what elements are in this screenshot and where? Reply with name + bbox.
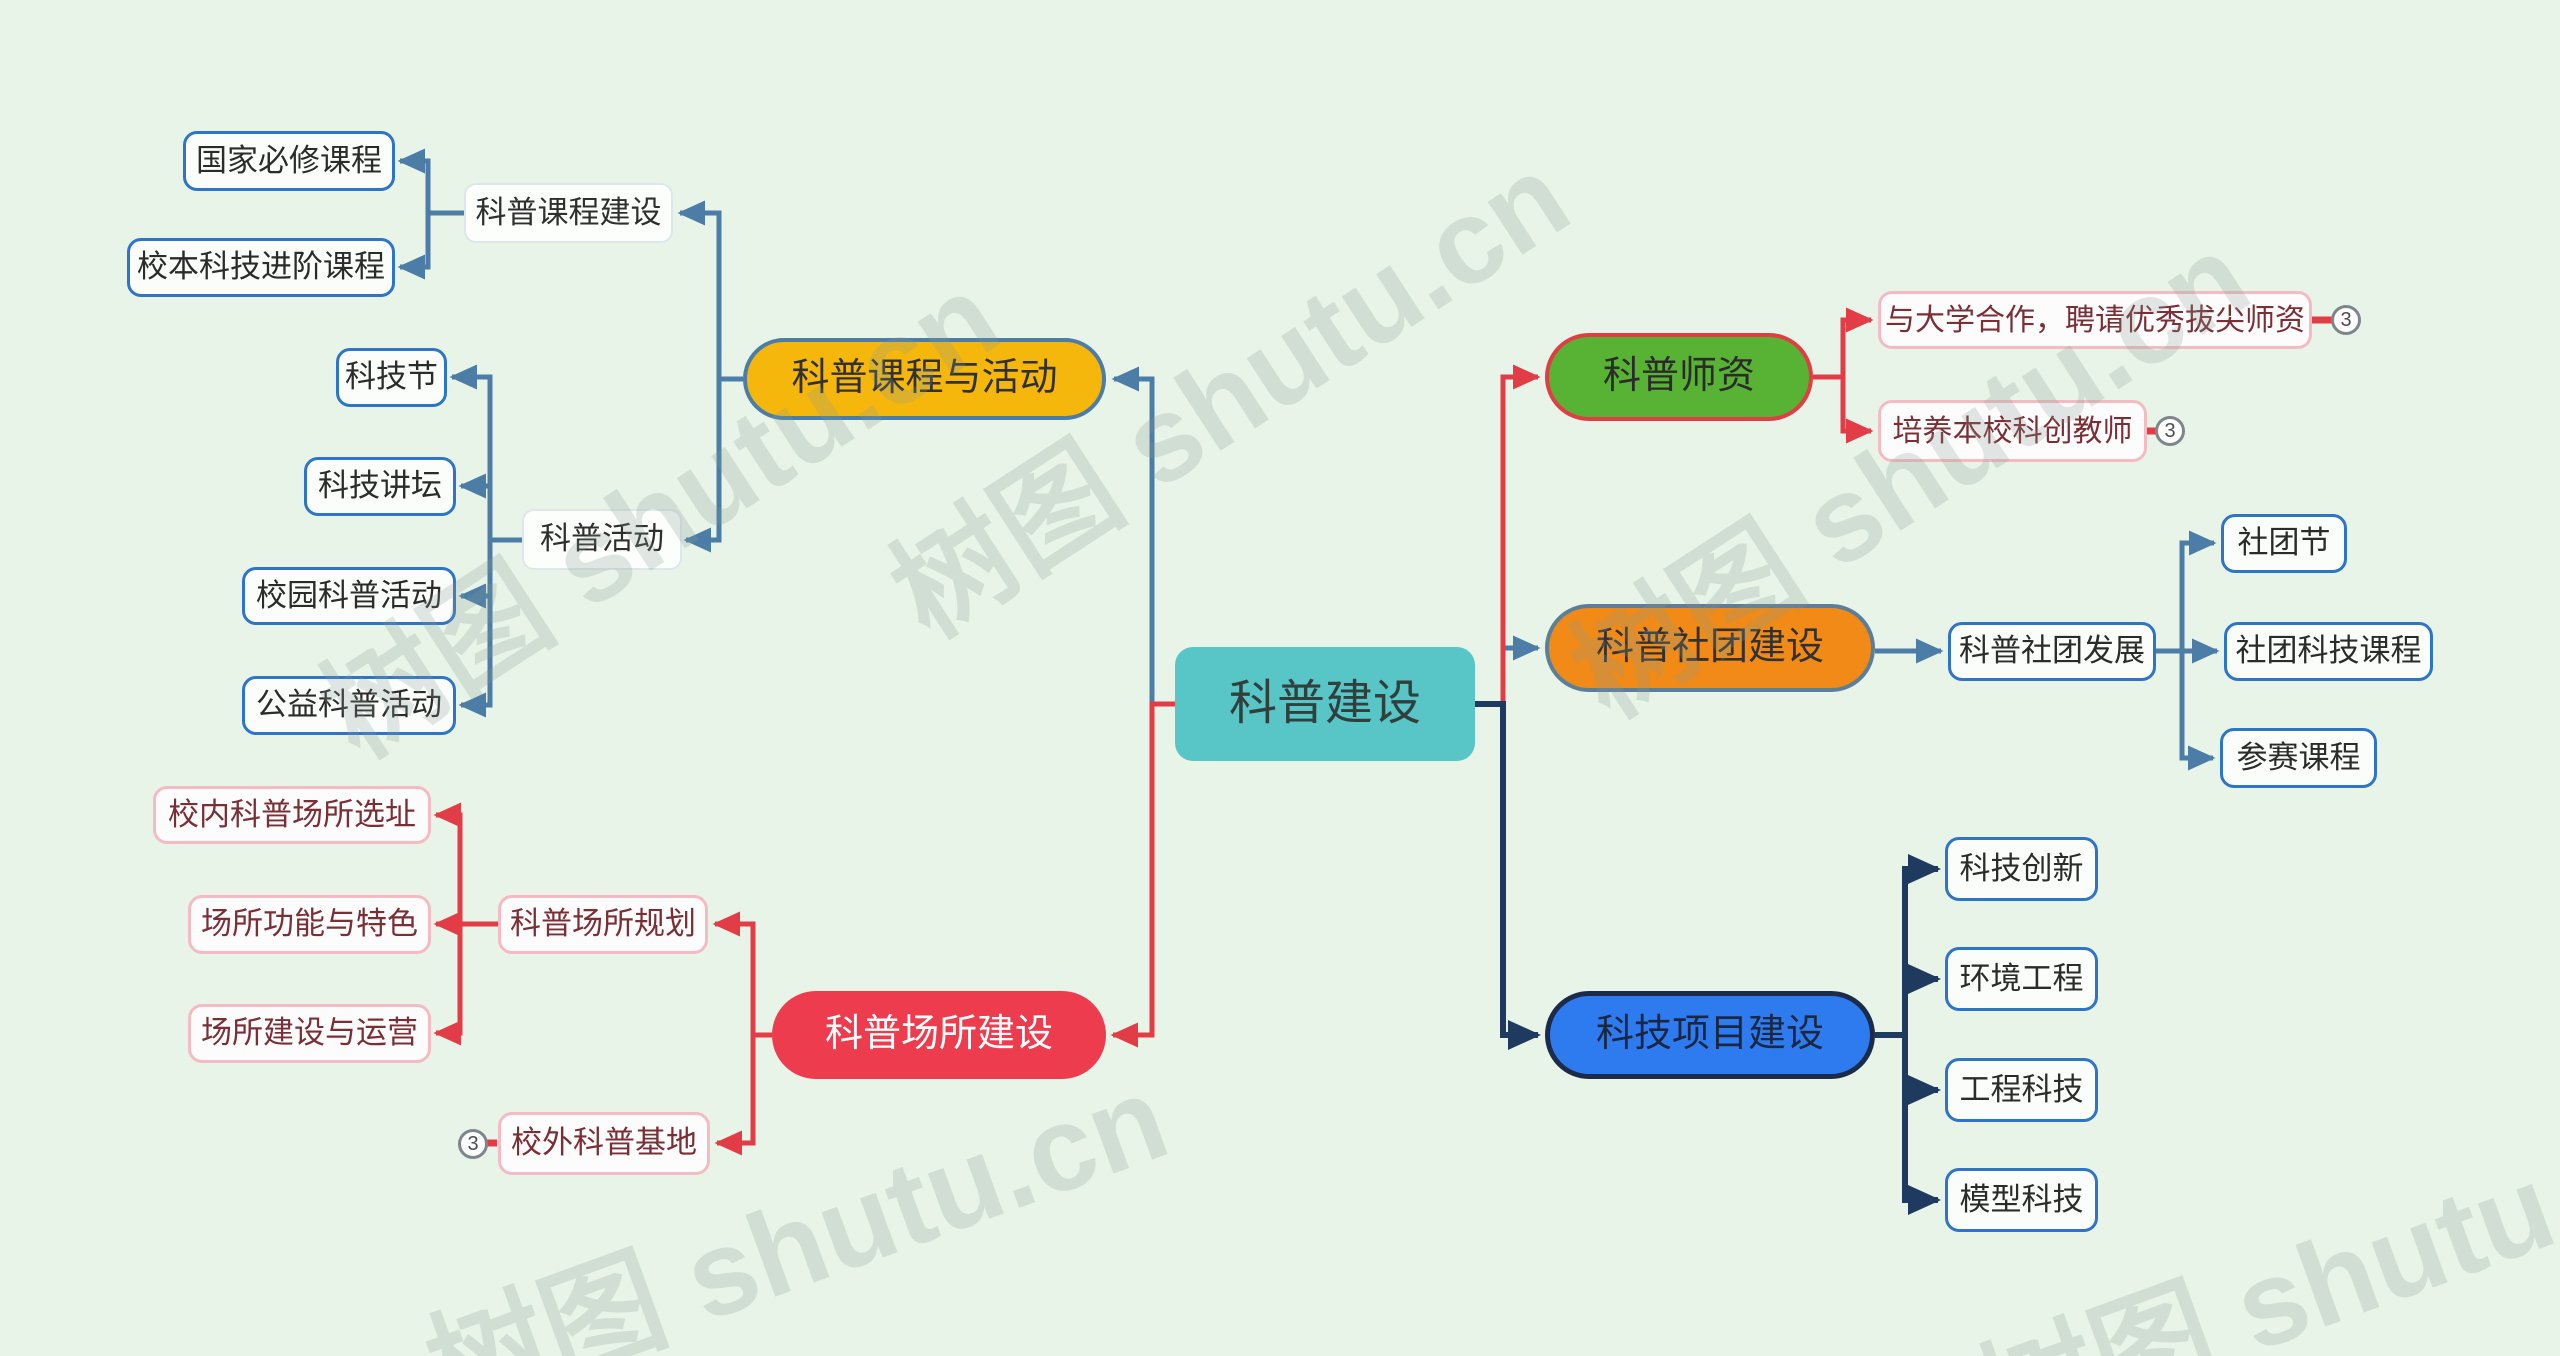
node-train-teachers-label: 培养本校科创教师	[1892, 414, 2133, 448]
node-projects[interactable]: 科技项目建设	[1545, 991, 1875, 1079]
link-courses-activities	[683, 379, 722, 553]
link-projects-innovation	[1902, 854, 1941, 1035]
node-venues-label: 科普场所建设	[824, 1013, 1053, 1056]
node-site-operations[interactable]: 场所建设与运营	[188, 1004, 431, 1063]
node-venue-plan[interactable]: 科普场所规划	[498, 895, 708, 954]
priority-badge-train-value: 3	[2164, 419, 2176, 442]
priority-badge-university[interactable]: 3	[2331, 305, 2361, 335]
link-courses-coursebuild	[677, 200, 743, 382]
node-campus-activities[interactable]: 校园科普活动	[242, 567, 456, 625]
node-campus-activities-label: 校园科普活动	[256, 577, 442, 613]
link-projects-modeltech	[1902, 1035, 1941, 1215]
node-train-teachers[interactable]: 培养本校科创教师	[1878, 400, 2147, 462]
node-national-course-label: 国家必修课程	[196, 142, 382, 178]
node-engineering-tech-label: 工程科技	[1959, 1071, 2084, 1107]
node-offsite-base[interactable]: 校外科普基地	[498, 1112, 710, 1175]
node-courses[interactable]: 科普课程与活动	[743, 338, 1106, 420]
link-root-courses	[1111, 366, 1155, 703]
link-activities-public	[458, 540, 493, 718]
node-environment-engineering[interactable]: 环境工程	[1945, 947, 2098, 1011]
node-national-course[interactable]: 国家必修课程	[183, 131, 395, 191]
link-venues-venueplan	[712, 911, 756, 1035]
node-site-operations-label: 场所建设与运营	[201, 1015, 418, 1051]
node-offsite-base-label: 校外科普基地	[511, 1125, 697, 1161]
link-root-venues	[1110, 701, 1177, 1048]
priority-badge-offsite-value: 3	[467, 1132, 479, 1155]
link-activities-festival	[449, 364, 493, 540]
link-venueplan-siteselect	[433, 802, 463, 924]
priority-badge-university-value: 3	[2340, 308, 2352, 331]
priority-badge-train[interactable]: 3	[2155, 416, 2185, 446]
node-club-tech-courses[interactable]: 社团科技课程	[2224, 622, 2433, 681]
node-school-advanced-course[interactable]: 校本科技进阶课程	[127, 238, 395, 297]
link-clubdev-contest	[2179, 651, 2216, 771]
node-club-festival-label: 社团节	[2237, 525, 2331, 561]
node-club-development-label: 科普社团发展	[1959, 633, 2145, 669]
node-course-build[interactable]: 科普课程建设	[464, 183, 673, 243]
node-club-festival[interactable]: 社团节	[2221, 514, 2347, 573]
node-tech-innovation-label: 科技创新	[1959, 850, 2084, 886]
link-teachers-train	[1840, 377, 1874, 444]
node-venues[interactable]: 科普场所建设	[772, 991, 1106, 1079]
link-trunk-teachers	[1500, 364, 1541, 704]
node-root-label: 科普建设	[1228, 676, 1421, 730]
link-venues-offsite	[714, 1035, 756, 1156]
link-root-projects	[1475, 701, 1541, 1050]
node-tech-innovation[interactable]: 科技创新	[1945, 837, 2098, 901]
node-model-tech[interactable]: 模型科技	[1945, 1168, 2098, 1232]
node-courses-label: 科普课程与活动	[791, 357, 1058, 400]
node-club-development[interactable]: 科普社团发展	[1948, 622, 2156, 681]
link-clubdev-festival	[2179, 530, 2217, 651]
node-contest-courses-label: 参赛课程	[2236, 739, 2361, 775]
node-engineering-tech[interactable]: 工程科技	[1945, 1058, 2098, 1122]
node-tech-forum-label: 科技讲坛	[318, 468, 442, 504]
node-public-activities-label: 公益科普活动	[256, 687, 442, 723]
node-school-advanced-course-label: 校本科技进阶课程	[137, 249, 385, 285]
node-activities-label: 科普活动	[540, 521, 664, 557]
node-contest-courses[interactable]: 参赛课程	[2220, 728, 2377, 788]
node-site-selection-label: 校内科普场所选址	[168, 796, 416, 832]
node-teachers-label: 科普师资	[1602, 355, 1755, 398]
node-public-activities[interactable]: 公益科普活动	[242, 676, 456, 735]
node-model-tech-label: 模型科技	[1959, 1181, 2084, 1217]
node-teachers[interactable]: 科普师资	[1545, 333, 1813, 421]
link-coursebuild-schooladv	[397, 213, 431, 280]
node-clubs[interactable]: 科普社团建设	[1545, 604, 1875, 692]
link-venueplan-siteops	[433, 924, 463, 1046]
node-venue-plan-label: 科普场所规划	[510, 906, 696, 942]
node-projects-label: 科技项目建设	[1595, 1013, 1824, 1056]
priority-badge-offsite[interactable]: 3	[458, 1129, 488, 1159]
link-teachers-univcoop	[1840, 307, 1874, 377]
node-site-features[interactable]: 场所功能与特色	[188, 895, 431, 954]
node-university-cooperation-label: 与大学合作，聘请优秀拔尖师资	[1885, 303, 2305, 337]
node-university-cooperation[interactable]: 与大学合作，聘请优秀拔尖师资	[1878, 291, 2312, 349]
node-environment-engineering-label: 环境工程	[1959, 960, 2084, 996]
link-coursebuild-national	[397, 148, 431, 213]
node-course-build-label: 科普课程建设	[475, 194, 662, 230]
node-tech-festival[interactable]: 科技节	[336, 348, 447, 407]
node-tech-forum[interactable]: 科技讲坛	[304, 457, 456, 516]
node-root[interactable]: 科普建设	[1175, 647, 1475, 761]
node-activities[interactable]: 科普活动	[522, 509, 682, 570]
node-site-selection[interactable]: 校内科普场所选址	[153, 786, 431, 844]
node-clubs-label: 科普社团建设	[1595, 626, 1824, 669]
node-tech-festival-label: 科技节	[345, 359, 438, 395]
node-site-features-label: 场所功能与特色	[201, 906, 418, 942]
node-club-tech-courses-label: 社团科技课程	[2235, 633, 2422, 669]
